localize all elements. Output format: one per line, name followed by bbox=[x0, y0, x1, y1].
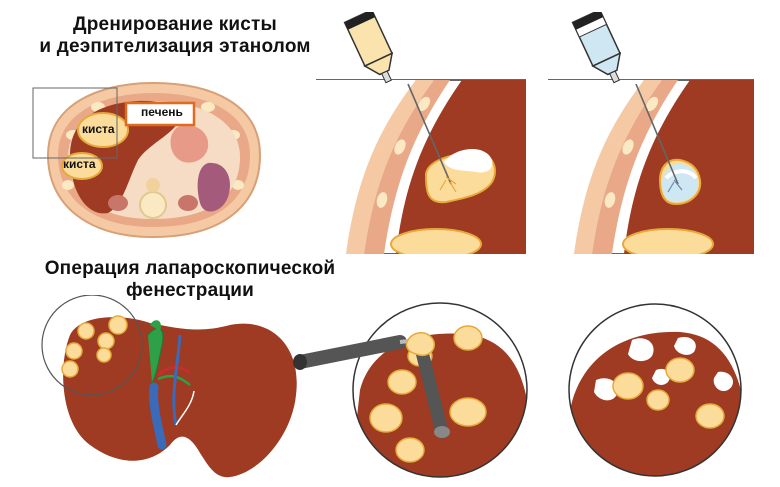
fenestration-title-line2: фенестрации bbox=[125, 280, 255, 301]
fenestration-title: Операция лапароскопической фенестрации bbox=[0, 258, 380, 302]
drainage-title: Дренирование кисты и деэпителизация этан… bbox=[0, 14, 350, 58]
cyst-label-2: киста bbox=[63, 157, 96, 171]
cyst-label-1: киста bbox=[82, 122, 115, 136]
ethanol-injection-panel bbox=[548, 12, 754, 254]
liver-overview-panel bbox=[30, 295, 310, 480]
after-fenestration-panel bbox=[560, 300, 750, 480]
drainage-title-line1: Дренирование кисты bbox=[73, 14, 277, 35]
cyst-aspiration-panel bbox=[316, 12, 526, 254]
liver-label: печень bbox=[141, 105, 183, 119]
fenestration-title-line1: Операция лапароскопической bbox=[44, 258, 336, 279]
drainage-title-line2: и деэпителизация этанолом bbox=[39, 36, 311, 57]
abdomen-cross-section bbox=[28, 75, 278, 245]
fenestration-in-progress-panel bbox=[290, 300, 535, 480]
